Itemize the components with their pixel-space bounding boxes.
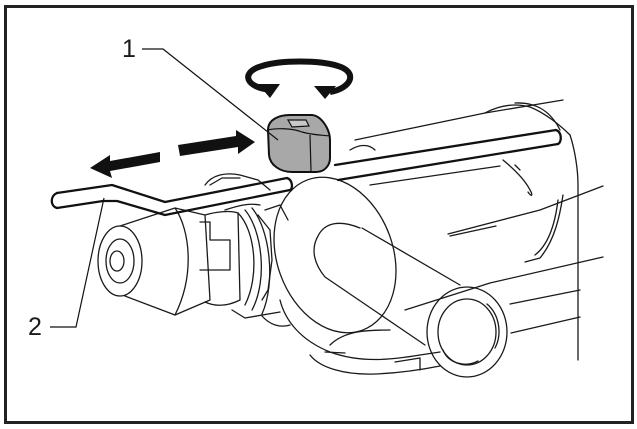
rotation-arrowhead-right <box>314 86 336 99</box>
slide-arrow-icon <box>90 130 255 178</box>
side-handle-grip <box>313 222 426 346</box>
callout-label-2: 2 <box>28 313 42 341</box>
depth-rod <box>50 176 294 217</box>
rotation-arrowhead-left <box>258 84 280 98</box>
handle-end-cap <box>426 286 508 378</box>
rear-rod <box>333 128 562 182</box>
body-right-edge <box>569 134 579 361</box>
side-handle-ring <box>273 176 397 334</box>
leader-line-1 <box>142 48 279 141</box>
callout-label-1: 1 <box>122 35 136 63</box>
clamp-knob <box>266 114 331 173</box>
leader-line-2 <box>50 197 105 328</box>
rotation-arrow-icon <box>245 58 354 95</box>
chuck-body <box>119 207 211 316</box>
figure-frame <box>4 5 634 424</box>
chuck-nose <box>97 225 143 297</box>
